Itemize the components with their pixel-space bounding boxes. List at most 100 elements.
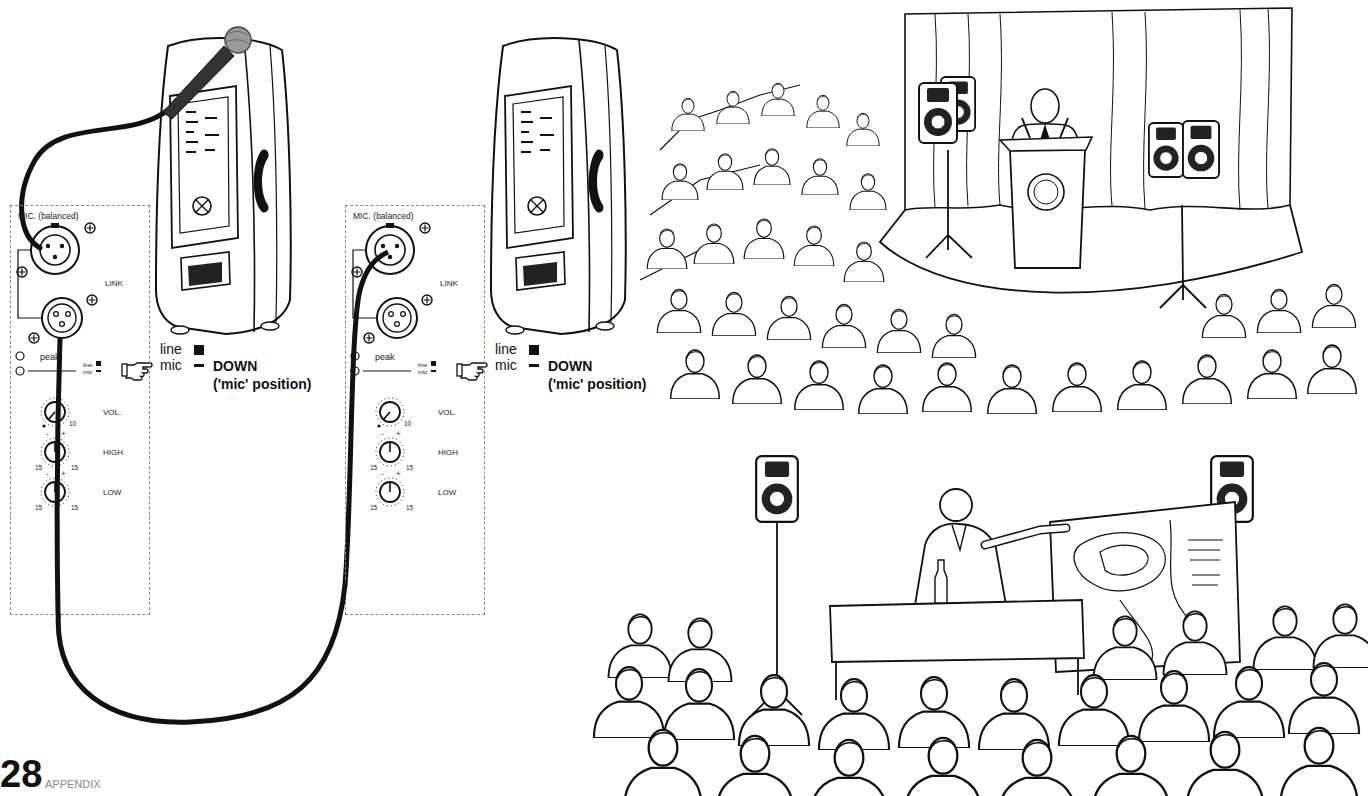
audience-member [850, 174, 886, 210]
presenter-head [940, 489, 972, 521]
panel-label: peak [40, 353, 60, 362]
audience-member [712, 292, 755, 336]
audience-member [844, 242, 884, 282]
podium-mics [1022, 118, 1068, 138]
mic-grille [226, 32, 250, 45]
pa-speaker [919, 83, 957, 143]
bottle [935, 560, 947, 603]
audience-member [762, 83, 794, 116]
input-panel: MIC. (balanced)LINKpeaklinemicVOL.10-+HI… [10, 205, 150, 615]
switch-label: mic [495, 357, 517, 374]
panel-label: 15 [406, 505, 413, 512]
audience-member [767, 296, 810, 340]
audience-member [739, 675, 809, 746]
audience-member [822, 304, 865, 348]
panel-label: LOW [438, 489, 456, 497]
audience-member [1312, 284, 1355, 328]
instruction-note: DOWN ('mic' position) [548, 357, 678, 393]
mic-cable [22, 110, 168, 248]
page-footer: APPENDIX [45, 778, 101, 791]
panel-label: + [396, 470, 401, 478]
panel-label: - [46, 470, 49, 478]
audience-member [707, 154, 743, 190]
audience-member [754, 149, 790, 185]
panel-label: + [61, 470, 66, 478]
table [830, 600, 1084, 662]
panel-label: + [396, 430, 401, 438]
panel-label: 15 [71, 505, 78, 512]
audience-member [1308, 345, 1357, 394]
audience-member [802, 159, 838, 195]
audience-member [794, 226, 834, 266]
panel-label: HIGH [103, 449, 123, 457]
audience-member [904, 738, 981, 796]
panel-label: 10 [404, 421, 411, 428]
instruction-text: DOWN ('mic' position) [213, 358, 311, 392]
input-panel: MIC. (balanced)LINKpeaklinemicVOL.10-+HI… [345, 205, 485, 615]
audience-member [1257, 289, 1300, 333]
panel-label: 15 [71, 465, 78, 472]
audience-member [877, 309, 920, 353]
panel-label: 15 [35, 465, 42, 472]
pa-speaker [1183, 121, 1219, 178]
curtain [905, 8, 1292, 210]
audience-member [1248, 350, 1297, 399]
speaker-rear-view [156, 38, 291, 334]
panel-label: LINK [440, 280, 458, 288]
panel-label: line [83, 362, 92, 368]
audience-member [694, 224, 734, 264]
audience-member [609, 614, 672, 678]
speaker-stand [1160, 205, 1206, 308]
pa-speaker [756, 456, 798, 522]
audience-member [1094, 616, 1157, 680]
table-legs [836, 658, 1078, 700]
panel-label: VOL. [103, 409, 121, 417]
podium-emblem [1028, 174, 1064, 210]
podium-top [1000, 137, 1092, 151]
link-cable [57, 338, 60, 615]
speaker-stand [926, 150, 972, 258]
audience-member [1186, 732, 1263, 796]
stage [880, 205, 1302, 293]
switch-label: line [160, 341, 182, 358]
panel-label: - [381, 430, 384, 438]
presenter-collar [952, 525, 966, 550]
input-panel-hardware [351, 223, 436, 506]
audience-member [1183, 355, 1232, 404]
audience-member [1202, 294, 1245, 338]
panel-label: 15 [370, 505, 377, 512]
panel-label: VOL. [438, 409, 456, 417]
presenter-arm [985, 528, 1066, 545]
panel-label: LINK [105, 280, 123, 288]
panel-label: - [46, 430, 49, 438]
mic-handle [163, 46, 234, 119]
audience-member [1314, 604, 1368, 668]
panel-label: MIC. (balanced) [18, 212, 78, 221]
speaker-rear-view [491, 38, 626, 334]
audience-member [795, 361, 844, 410]
audience-member [1059, 675, 1129, 746]
instruction-text: DOWN ('mic' position) [548, 358, 646, 392]
audience-member [1164, 611, 1227, 675]
audience-member [624, 730, 701, 796]
line-break-spacer [293, 357, 343, 373]
panel-label: mic [83, 369, 92, 375]
audience-member [819, 679, 889, 750]
podium-emblem [1034, 180, 1058, 204]
audience-member [899, 677, 969, 748]
presenter-body [915, 524, 1006, 605]
line-break-spacer [628, 357, 678, 373]
audience-member [1254, 606, 1317, 670]
audience-member [733, 355, 782, 404]
speaker-head [1031, 89, 1059, 123]
switch-label: mic [160, 357, 182, 374]
audience-member [807, 95, 839, 128]
panel-label: - [381, 470, 384, 478]
instruction-note: DOWN ('mic' position) [213, 357, 343, 393]
mic-head [225, 27, 251, 53]
audience-member [1139, 671, 1209, 742]
link-cable [345, 252, 388, 585]
audience-member [923, 363, 972, 412]
